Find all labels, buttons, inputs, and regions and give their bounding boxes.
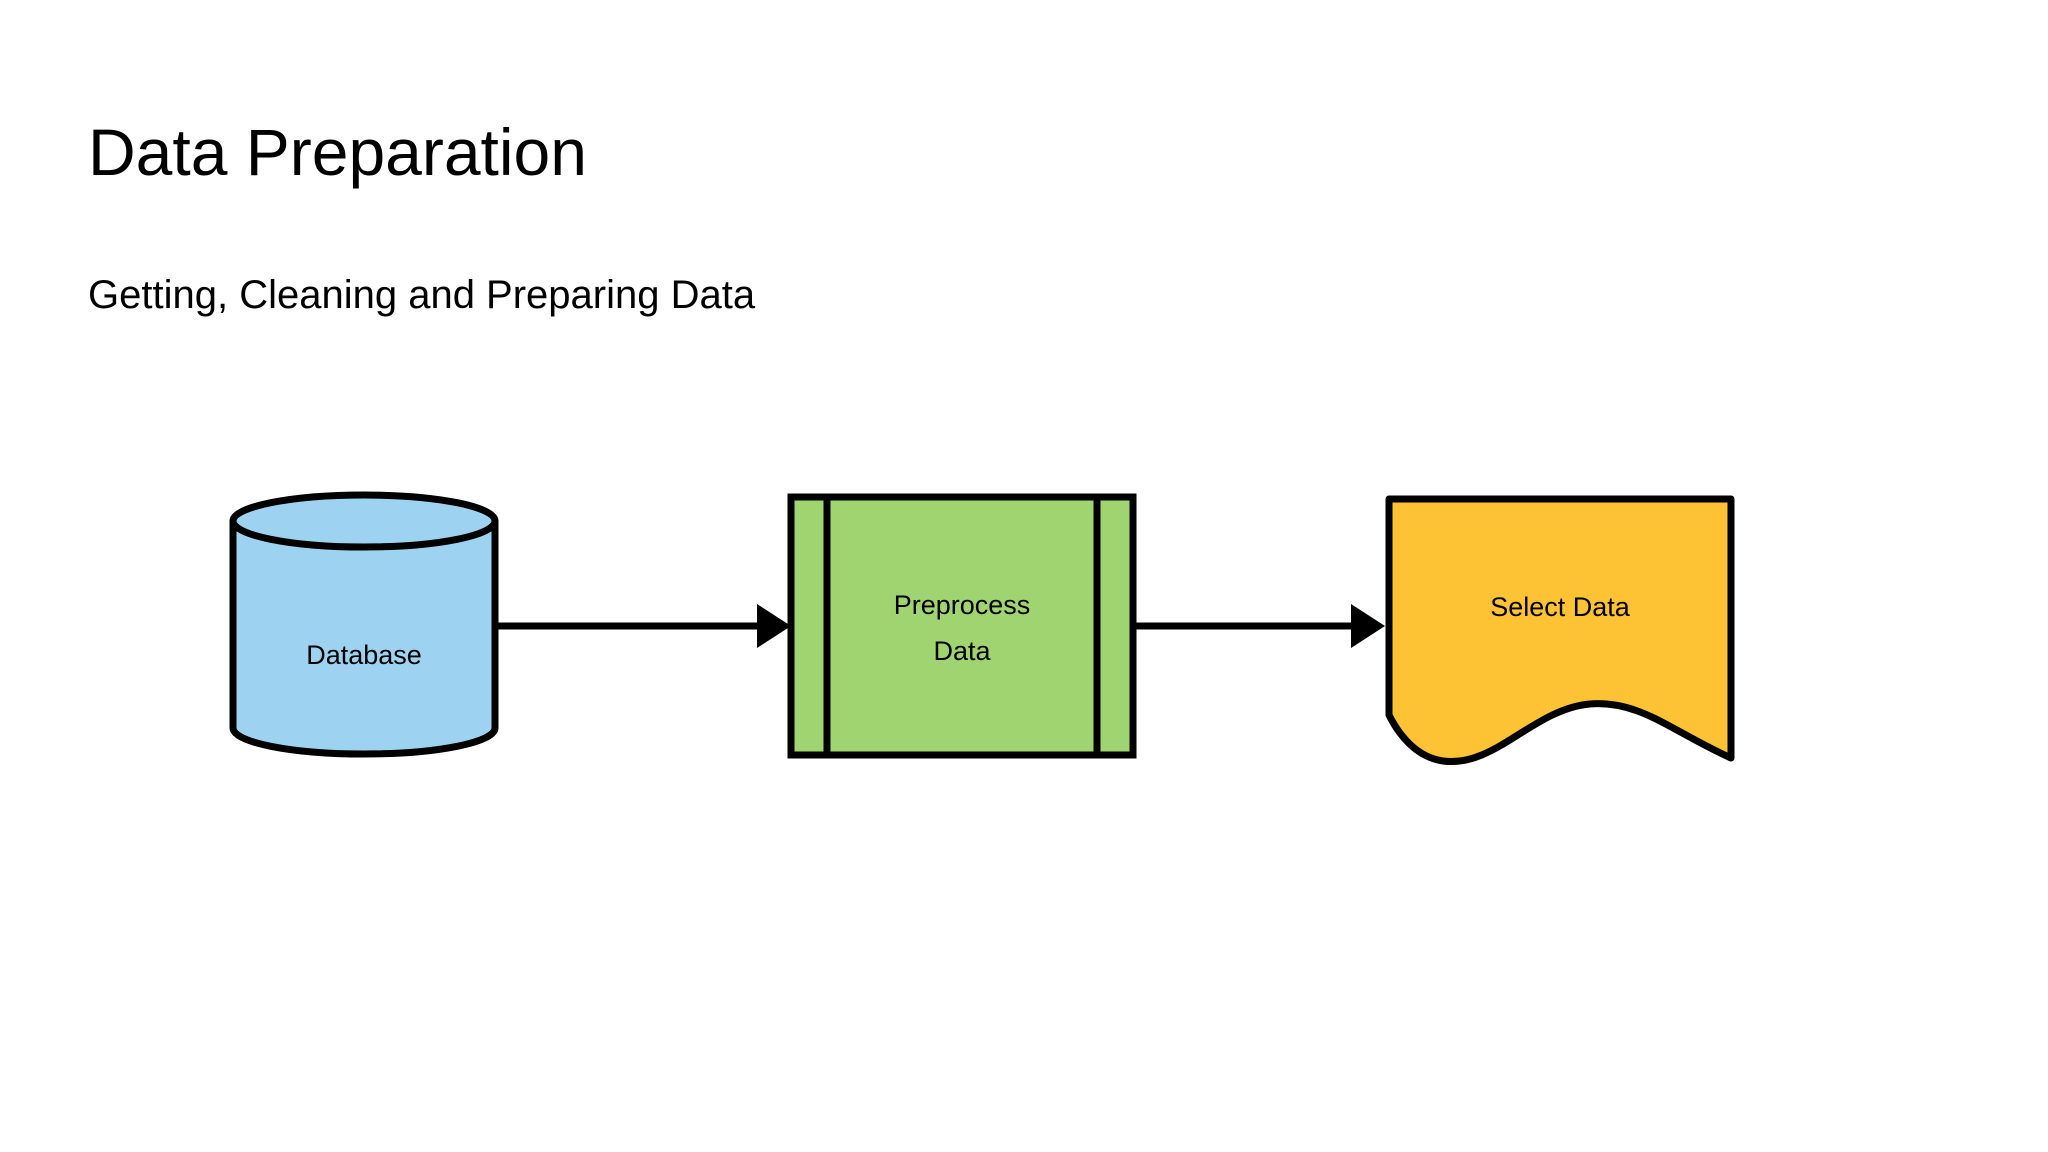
page-subtitle: Getting, Cleaning and Preparing Data: [88, 273, 756, 317]
node-database-label: Database: [306, 640, 422, 670]
arrow-preprocess-to-select[interactable]: [1136, 604, 1385, 648]
document-body: [1385, 495, 1735, 766]
arrow-database-to-preprocess[interactable]: [498, 604, 791, 648]
cylinder-body: [229, 517, 499, 758]
node-preprocess-data-label-line-1: Preprocess: [894, 590, 1031, 620]
page-title: Data Preparation: [88, 115, 587, 189]
node-select-data-label: Select Data: [1490, 592, 1631, 622]
predefined-process-body: [787, 493, 1137, 759]
node-database[interactable]: Database: [229, 491, 499, 758]
node-select-data[interactable]: Select Data: [1385, 495, 1735, 766]
arrow-head: [1351, 604, 1385, 648]
node-preprocess-data-label-line-2: Data: [933, 636, 991, 666]
arrow-head: [757, 604, 791, 648]
node-preprocess-data[interactable]: Preprocess Data: [787, 493, 1137, 759]
cylinder-top-ellipse: [229, 491, 499, 551]
